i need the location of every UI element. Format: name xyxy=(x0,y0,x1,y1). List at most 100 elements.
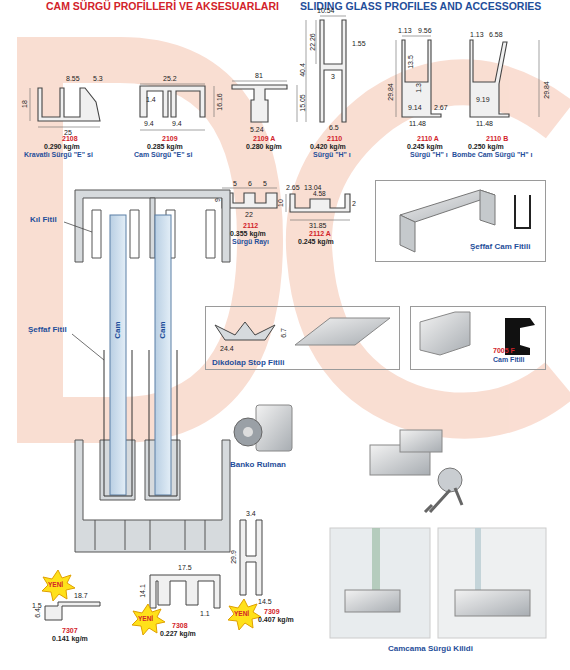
dim: 17.5 xyxy=(178,564,192,571)
part-name: Şeffaf Cam Fitili xyxy=(470,243,530,251)
code: 7309 xyxy=(264,608,280,615)
lock-photo xyxy=(370,430,462,512)
lock-install-photos xyxy=(330,528,546,638)
weight: 0.290 kg/m xyxy=(44,143,80,150)
inset-box: 7005 F Cam Fitili xyxy=(410,306,546,370)
part-name: Cam xyxy=(114,321,122,338)
dim: 11.48 xyxy=(476,120,493,127)
weight: 0.407 kg/m xyxy=(258,616,294,623)
code: 7005 F xyxy=(493,347,515,354)
weight: 0.355 kg/m xyxy=(230,230,266,237)
dim: 5.24 xyxy=(250,126,264,133)
weight: 0.280 kg/m xyxy=(246,143,282,150)
code: 2112 xyxy=(243,222,258,229)
code: 2110 A xyxy=(417,135,439,142)
dim: 5 xyxy=(263,180,267,187)
dim: 1.5 xyxy=(32,602,42,609)
dim: 5 xyxy=(233,180,237,187)
dim: 9.14 xyxy=(408,104,422,111)
code: 2109 A xyxy=(253,135,275,142)
dim: 6.5 xyxy=(329,124,339,131)
dim: 22.26 xyxy=(309,33,316,51)
caption: Sürgü "H" ı xyxy=(313,151,351,158)
part-name: Cam Fitili xyxy=(493,356,525,363)
inset-box: Dikdolap Stop Fitili 24.4 6.7 xyxy=(205,306,400,370)
dim: 5.3 xyxy=(93,75,103,82)
dim: 1.1 xyxy=(200,610,210,617)
code: 7307 xyxy=(62,627,78,634)
subtitle: SLIDING GLASS PROFILES AND ACCESSORIES xyxy=(300,1,541,12)
dim: 15.05 xyxy=(299,94,306,112)
dim: 2.67 xyxy=(434,104,448,111)
dim: 1.55 xyxy=(352,40,366,47)
weight: 0.141 kg/m xyxy=(52,635,88,642)
caption: Bombe Cam Sürgü "H" ı xyxy=(452,151,533,158)
dim: 10.54 xyxy=(317,7,335,14)
dim: 13.5 xyxy=(407,55,414,69)
assembly-section xyxy=(64,190,230,552)
dim: 11.48 xyxy=(409,120,426,127)
caption: Kravatlı Sürgü "E" si xyxy=(24,151,93,158)
dim: 24.4 xyxy=(220,345,234,352)
code: 2109 xyxy=(162,135,178,142)
dim: 3.4 xyxy=(246,510,256,517)
weight: 0.420 kg/m xyxy=(310,143,346,150)
weight: 0.245 kg/m xyxy=(407,143,443,150)
dimension-lines xyxy=(30,16,539,220)
dim: 6.7 xyxy=(280,328,287,338)
part-name: Dikdolap Stop Fitili xyxy=(212,359,284,367)
dim: 9.4 xyxy=(144,120,154,127)
part-name: Cam xyxy=(159,321,167,338)
dim: 2 xyxy=(352,200,356,207)
inset-box: Şeffaf Cam Fitili xyxy=(375,180,546,262)
code: 2112 A xyxy=(309,230,331,237)
dim: 4.58 xyxy=(313,191,326,198)
part-name: Banko Rulman xyxy=(230,461,286,469)
new-profiles xyxy=(45,520,262,620)
new-badge: YENİ xyxy=(138,616,153,623)
dim: 14.1 xyxy=(139,584,146,598)
dim: 18 xyxy=(21,100,28,108)
weight: 0.250 kg/m xyxy=(468,143,504,150)
caption: Cam Sürgü "E" si xyxy=(134,151,192,158)
caption: Sürgü Rayı xyxy=(232,238,269,245)
dim: 10 xyxy=(277,199,284,207)
dim: 1.4 xyxy=(146,96,156,103)
dim: 1.3 xyxy=(415,83,422,93)
weight: 0.227 kg/m xyxy=(160,630,196,637)
part-name: Kıl Fitil xyxy=(30,216,57,224)
dim: 1.13 xyxy=(398,27,412,34)
dim: 81 xyxy=(255,72,263,79)
dim: 9 xyxy=(214,198,221,202)
new-badge: YENİ xyxy=(48,582,63,589)
dim: 9.4 xyxy=(172,120,182,127)
caption: Sürgü "H" ı xyxy=(410,151,448,158)
dim: 25.2 xyxy=(163,75,177,82)
dim: 29.9 xyxy=(230,550,237,564)
dim: 25 xyxy=(64,129,72,136)
code: 2110 xyxy=(327,135,342,142)
dim: 40.4 xyxy=(299,63,306,77)
dim: 16.16 xyxy=(216,93,223,111)
dim: 29.84 xyxy=(387,83,394,101)
dim: 13.04 xyxy=(304,184,322,191)
dim: 9.56 xyxy=(418,27,432,34)
dim: 6.4 xyxy=(34,608,41,618)
page-title: CAM SÜRGÜ PROFİLLERİ VE AKSESUARLARI xyxy=(46,1,279,12)
part-name: Şeffaf Fitil xyxy=(28,326,67,334)
dim: 6 xyxy=(248,180,252,187)
dim: 2.65 xyxy=(286,184,300,191)
caption: Camcama Sürgü Kilidi xyxy=(388,645,473,653)
dim: 6.58 xyxy=(489,31,503,38)
dim: 9.19 xyxy=(476,96,490,103)
dim: 1.13 xyxy=(470,31,484,38)
weight: 0.245 kg/m xyxy=(298,238,334,245)
weight: 0.285 kg/m xyxy=(147,143,183,150)
new-starbursts xyxy=(42,570,261,635)
dim: 29.84 xyxy=(543,81,550,99)
dim: 31.85 xyxy=(309,222,327,229)
new-badge: YENİ xyxy=(234,611,249,618)
profiles xyxy=(38,20,509,212)
dim: 3 xyxy=(331,73,335,80)
banko-rulman-photo xyxy=(234,405,292,451)
